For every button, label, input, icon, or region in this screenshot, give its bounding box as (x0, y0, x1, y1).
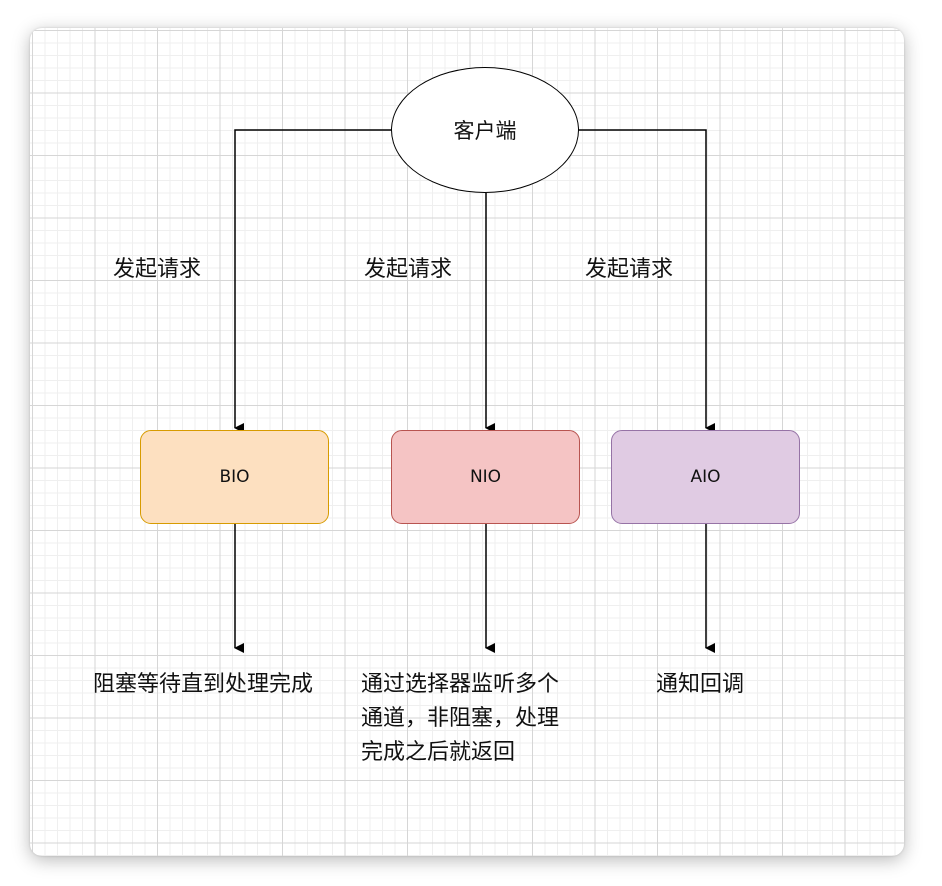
result-aio: 通知回调 (656, 672, 745, 697)
client-label: 客户端 (453, 119, 517, 143)
result-nio-line-1: 通过选择器监听多个 (361, 672, 560, 697)
edge-label-bio: 发起请求 (113, 257, 202, 282)
client-node: 客户端 (391, 67, 579, 193)
aio-node: AIO (611, 430, 800, 524)
result-nio-line-3: 完成之后就返回 (361, 740, 516, 765)
bio-node: BIO (140, 430, 329, 524)
result-nio: 通过选择器监听多个 通道，非阻塞，处理 完成之后就返回 (361, 668, 601, 770)
edge-label-nio: 发起请求 (364, 257, 453, 282)
edge-client-bio (234, 129, 391, 433)
bio-label: BIO (219, 467, 250, 487)
edge-label-aio: 发起请求 (585, 257, 674, 282)
aio-label: AIO (690, 467, 721, 487)
result-nio-line-2: 通道，非阻塞，处理 (361, 706, 560, 731)
edge-client-aio (579, 129, 715, 433)
nio-label: NIO (469, 467, 502, 487)
result-bio: 阻塞等待直到处理完成 (93, 672, 314, 697)
nio-node: NIO (391, 430, 580, 524)
